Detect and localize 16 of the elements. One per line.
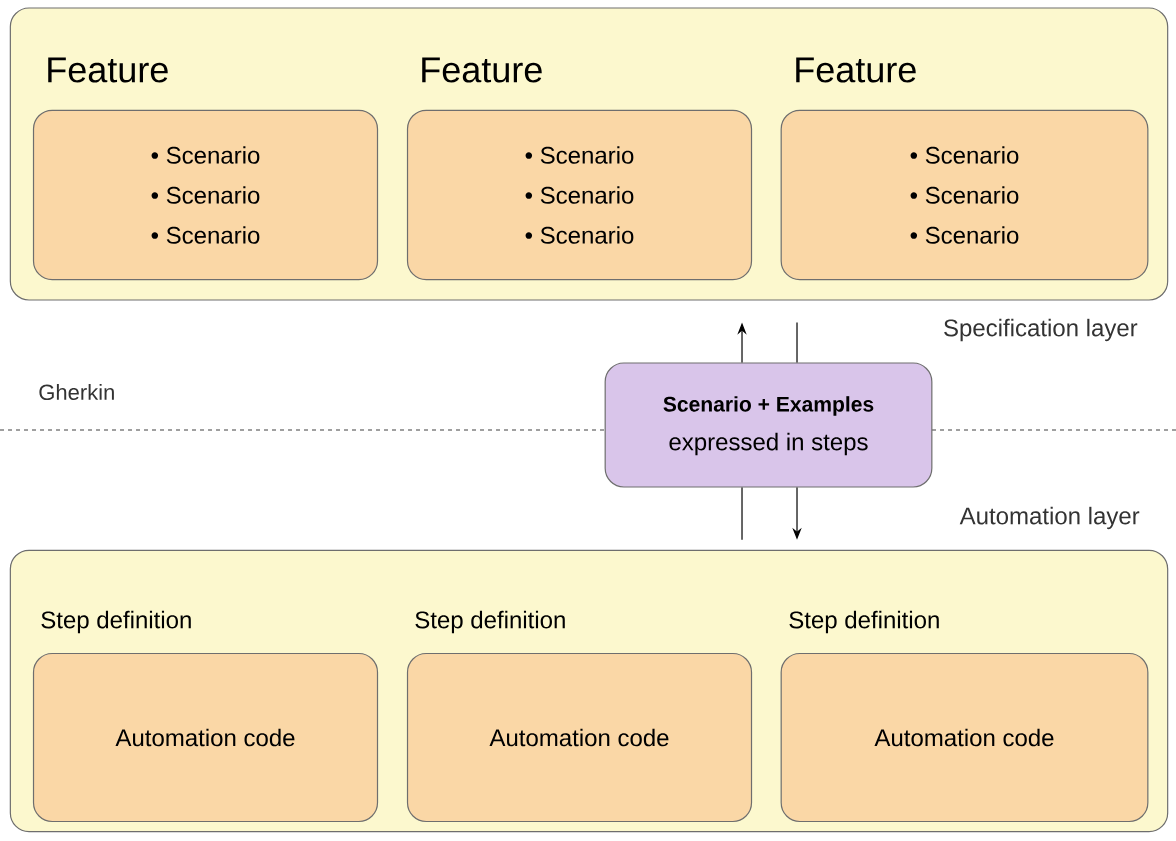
node-label: Step definition xyxy=(789,610,939,634)
node-label: Feature xyxy=(48,57,168,83)
code-box: Step definition Automation code xyxy=(780,610,1149,823)
node-label: Step definition xyxy=(415,610,565,634)
feature-box: Feature • Scenario • Scenario • Scenario xyxy=(406,57,753,281)
code-box: Step definition Automation code xyxy=(32,610,379,823)
node-label: Feature xyxy=(422,57,542,83)
layer-label: Automation layer xyxy=(959,506,1140,530)
code-box: Step definition Automation code xyxy=(406,610,753,823)
node-label: Step definition xyxy=(41,610,191,634)
node-label: Feature xyxy=(796,57,916,83)
feature-box: Feature • Scenario • Scenario • Scenario xyxy=(32,57,379,281)
process-box: Scenario + Examples expressed in steps xyxy=(604,362,933,488)
layer-label: Specification layer xyxy=(944,318,1138,342)
feature-box: Feature • Scenario • Scenario • Scenario xyxy=(780,57,1149,281)
layer-label: Gherkin xyxy=(39,383,114,401)
